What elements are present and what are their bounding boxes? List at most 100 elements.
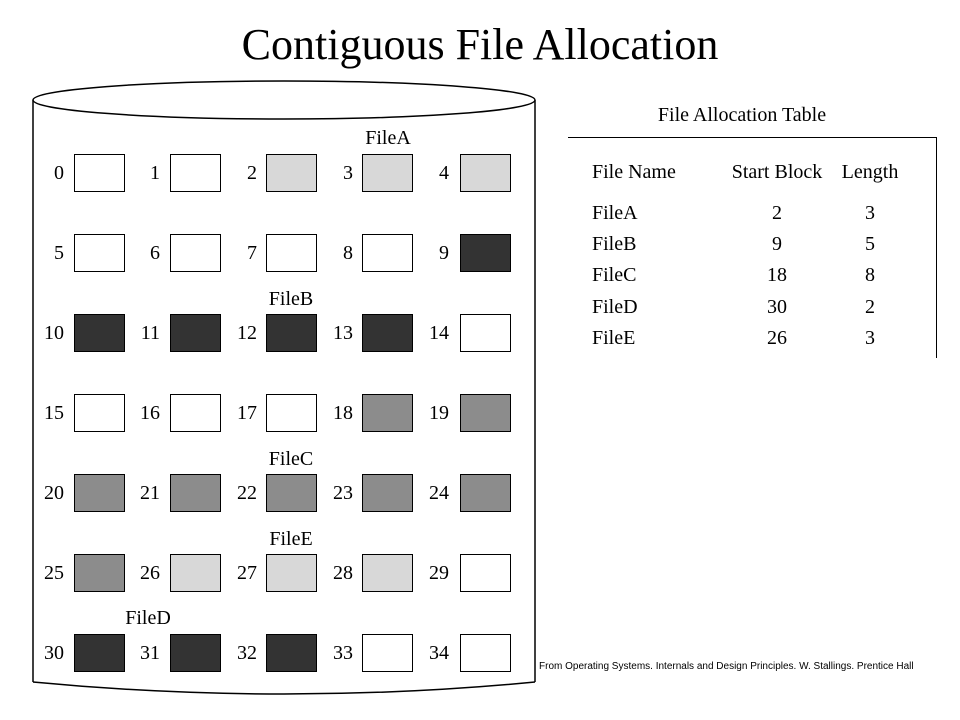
- disk-block: [362, 314, 413, 352]
- disk-block: [460, 634, 511, 672]
- label-filee: FileE: [269, 528, 313, 550]
- disk-block: [266, 634, 317, 672]
- fat-row-start: 9: [772, 233, 782, 255]
- fat-row-length: 3: [865, 202, 875, 224]
- block-number: 17: [237, 402, 257, 424]
- block-number: 20: [44, 482, 64, 504]
- disk-block: [460, 234, 511, 272]
- fat-row-start: 18: [767, 264, 787, 286]
- disk-block: [74, 314, 125, 352]
- block-number: 11: [140, 322, 160, 344]
- block-number: 5: [54, 242, 64, 264]
- fat-row-start: 2: [772, 202, 782, 224]
- fat-header-length: Length: [841, 161, 899, 183]
- disk-block: [362, 634, 413, 672]
- disk-block: [170, 394, 221, 432]
- disk-block: [362, 474, 413, 512]
- block-number: 6: [150, 242, 160, 264]
- fat-row-name: FileD: [592, 296, 638, 318]
- fat-row-length: 3: [865, 327, 875, 349]
- fat-row-start: 26: [767, 327, 787, 349]
- disk-block: [460, 154, 511, 192]
- file-allocation-table: File Name Start Block Length FileA 2 3 F…: [568, 137, 937, 358]
- disk-block: [170, 154, 221, 192]
- disk-block: [170, 234, 221, 272]
- fat-row-name: FileA: [592, 202, 638, 224]
- disk-block: [74, 234, 125, 272]
- disk-block: [362, 154, 413, 192]
- block-number: 8: [343, 242, 353, 264]
- disk-block: [460, 394, 511, 432]
- disk-block: [266, 554, 317, 592]
- label-fileb: FileB: [268, 288, 314, 310]
- block-number: 12: [237, 322, 257, 344]
- disk-top-ellipse: [32, 80, 536, 120]
- block-number: 15: [44, 402, 64, 424]
- block-number: 31: [140, 642, 160, 664]
- disk-block: [74, 474, 125, 512]
- fat-header-start: Start Block: [731, 161, 823, 183]
- block-number: 9: [439, 242, 449, 264]
- block-number: 24: [429, 482, 449, 504]
- block-number: 26: [140, 562, 160, 584]
- block-number: 0: [54, 162, 64, 184]
- disk-block: [460, 474, 511, 512]
- disk-block: [266, 154, 317, 192]
- fat-row-name: FileE: [592, 327, 636, 349]
- disk-block: [362, 394, 413, 432]
- fat-header-name: File Name: [592, 161, 676, 183]
- fat-row-length: 8: [865, 264, 875, 286]
- disk-block: [460, 314, 511, 352]
- block-number: 27: [237, 562, 257, 584]
- disk-block: [170, 554, 221, 592]
- disk-block: [266, 394, 317, 432]
- fat-row-start: 30: [767, 296, 787, 318]
- block-number: 25: [44, 562, 64, 584]
- fat-row-length: 2: [865, 296, 875, 318]
- disk-block: [74, 554, 125, 592]
- disk-bottom-edge: [32, 681, 536, 695]
- disk-block: [460, 554, 511, 592]
- label-filea: FileA: [365, 127, 411, 149]
- block-number: 1: [150, 162, 160, 184]
- block-number: 32: [237, 642, 257, 664]
- block-number: 19: [429, 402, 449, 424]
- disk-block: [266, 234, 317, 272]
- block-number: 13: [333, 322, 353, 344]
- disk-block: [170, 474, 221, 512]
- label-filed: FileD: [125, 607, 171, 629]
- block-number: 23: [333, 482, 353, 504]
- block-number: 16: [140, 402, 160, 424]
- block-number: 2: [247, 162, 257, 184]
- fat-row-name: FileC: [592, 264, 637, 286]
- disk-block: [362, 234, 413, 272]
- block-number: 7: [247, 242, 257, 264]
- block-number: 4: [439, 162, 449, 184]
- block-number: 21: [140, 482, 160, 504]
- disk-block: [74, 394, 125, 432]
- fat-caption: File Allocation Table: [657, 104, 827, 126]
- block-number: 34: [429, 642, 449, 664]
- block-number: 3: [343, 162, 353, 184]
- page-title: Contiguous File Allocation: [241, 20, 719, 69]
- disk-block: [170, 314, 221, 352]
- fat-row-length: 5: [865, 233, 875, 255]
- block-number: 14: [429, 322, 449, 344]
- label-filec: FileC: [268, 448, 314, 470]
- source-credit: From Operating Systems. Internals and De…: [539, 661, 914, 672]
- block-number: 10: [44, 322, 64, 344]
- block-number: 30: [44, 642, 64, 664]
- disk-block: [74, 154, 125, 192]
- block-number: 28: [333, 562, 353, 584]
- disk-block: [74, 634, 125, 672]
- fat-row-name: FileB: [592, 233, 637, 255]
- disk-block: [362, 554, 413, 592]
- disk-block: [266, 474, 317, 512]
- block-number: 18: [333, 402, 353, 424]
- block-number: 22: [237, 482, 257, 504]
- disk-block: [170, 634, 221, 672]
- disk-block: [266, 314, 317, 352]
- block-number: 33: [333, 642, 353, 664]
- block-number: 29: [429, 562, 449, 584]
